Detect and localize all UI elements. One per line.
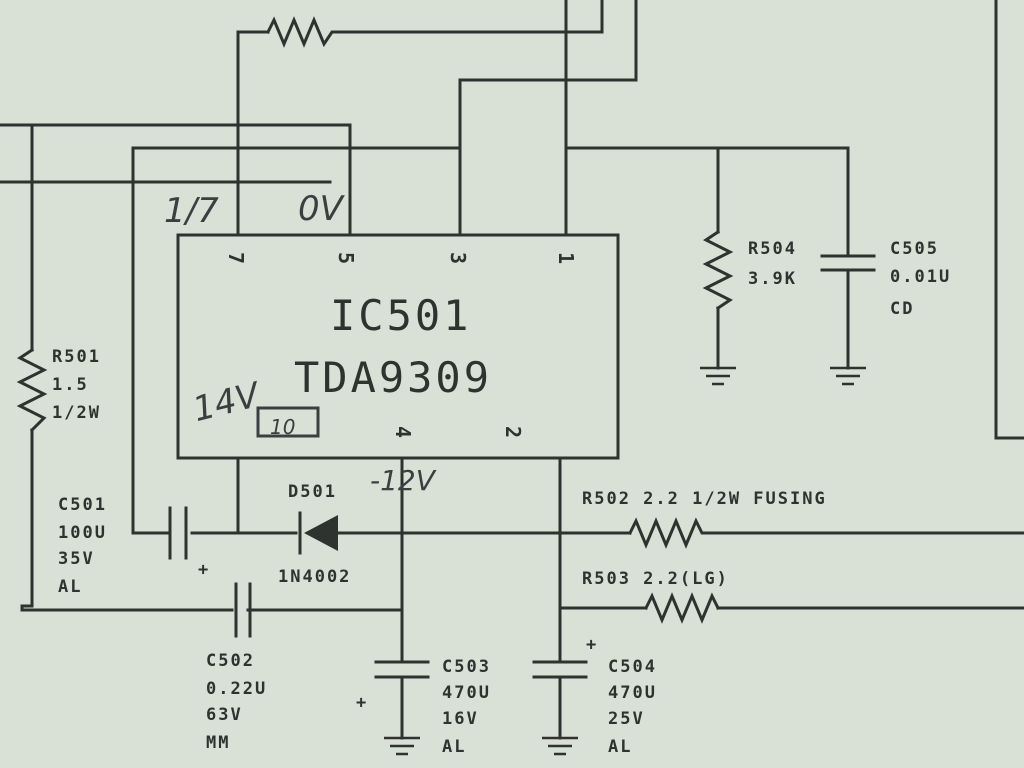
- note-box-text: 10: [270, 415, 295, 439]
- c503: + C503 470U 16V AL: [356, 657, 491, 757]
- r501-symbol: [16, 347, 48, 433]
- r504-symbol: [702, 229, 734, 311]
- c503-value: 470U: [442, 683, 491, 703]
- ground-c504: [542, 736, 578, 756]
- c504-value: 470U: [608, 683, 657, 703]
- r501-rating: 1/2W: [52, 403, 101, 423]
- c503-plus: +: [356, 693, 368, 713]
- ic501-part: TDA9309: [294, 353, 492, 402]
- ic501: IC501 TDA9309 7 5 3 1 4 2: [176, 233, 620, 460]
- wires: [0, 0, 1024, 740]
- pin-2: 2: [501, 426, 525, 438]
- c501: + C501 100U 35V AL: [58, 495, 210, 597]
- note-pin7: 1/7: [164, 191, 219, 231]
- c504-type: AL: [608, 737, 632, 757]
- c502-ref: C502: [206, 651, 255, 671]
- note-box: [256, 406, 320, 438]
- c505-value: 0.01U: [890, 267, 951, 287]
- r503-symbol: [643, 592, 721, 624]
- c505: C505 0.01U CD: [820, 239, 951, 319]
- c502-value: 0.22U: [206, 679, 267, 699]
- pin-7: 7: [224, 252, 248, 264]
- r502-label: R502 2.2 1/2W FUSING: [582, 489, 827, 509]
- c501-value: 100U: [58, 523, 107, 543]
- c503-ref: C503: [442, 657, 491, 677]
- c502: C502 0.22U 63V MM: [206, 582, 267, 753]
- ground-c503: [384, 736, 420, 756]
- r503: R503 2.2(LG): [582, 569, 729, 624]
- c501-ref: C501: [58, 495, 107, 515]
- ground-r504: [700, 366, 736, 386]
- d501-part: 1N4002: [278, 567, 351, 587]
- c504: + C504 470U 25V AL: [532, 635, 657, 757]
- r501-ref: R501: [52, 347, 101, 367]
- c503-voltage: 16V: [442, 709, 479, 729]
- r504-ref: R504: [748, 239, 797, 259]
- r503-label: R503 2.2(LG): [582, 569, 729, 589]
- r502-symbol: [627, 517, 708, 549]
- r513: [265, 16, 340, 48]
- r501: R501 1.5 1/2W: [16, 347, 101, 433]
- d501-ref: D501: [288, 482, 337, 502]
- c505-type: CD: [890, 299, 914, 319]
- note-pin4: -12V: [370, 464, 437, 497]
- c503-type: AL: [442, 737, 466, 757]
- pin-3: 3: [446, 252, 470, 264]
- r504-value: 3.9K: [748, 269, 797, 289]
- c504-ref: C504: [608, 657, 657, 677]
- note-14v: 14V: [189, 374, 266, 430]
- c501-voltage: 35V: [58, 549, 95, 569]
- c501-type: AL: [58, 577, 82, 597]
- pin-1: 1: [554, 252, 578, 264]
- ic501-ref: IC501: [330, 291, 471, 340]
- c504-plus: +: [586, 635, 598, 655]
- r504: R504 3.9K: [702, 229, 797, 311]
- pin-5: 5: [334, 252, 358, 264]
- d501-symbol: [304, 515, 338, 551]
- c501-plus: +: [198, 560, 210, 580]
- c504-voltage: 25V: [608, 709, 645, 729]
- r502: R502 2.2 1/2W FUSING: [582, 489, 827, 549]
- pin-4: 4: [391, 426, 415, 438]
- r501-value: 1.5: [52, 375, 89, 395]
- r513-symbol: [265, 16, 340, 48]
- ground-c505: [830, 366, 866, 386]
- c505-ref: C505: [890, 239, 939, 259]
- note-pin5: 0V: [298, 189, 346, 229]
- ic501-body: [176, 233, 620, 460]
- c502-type: MM: [206, 733, 230, 753]
- d501: D501 1N4002: [278, 482, 351, 587]
- c502-voltage: 63V: [206, 705, 243, 725]
